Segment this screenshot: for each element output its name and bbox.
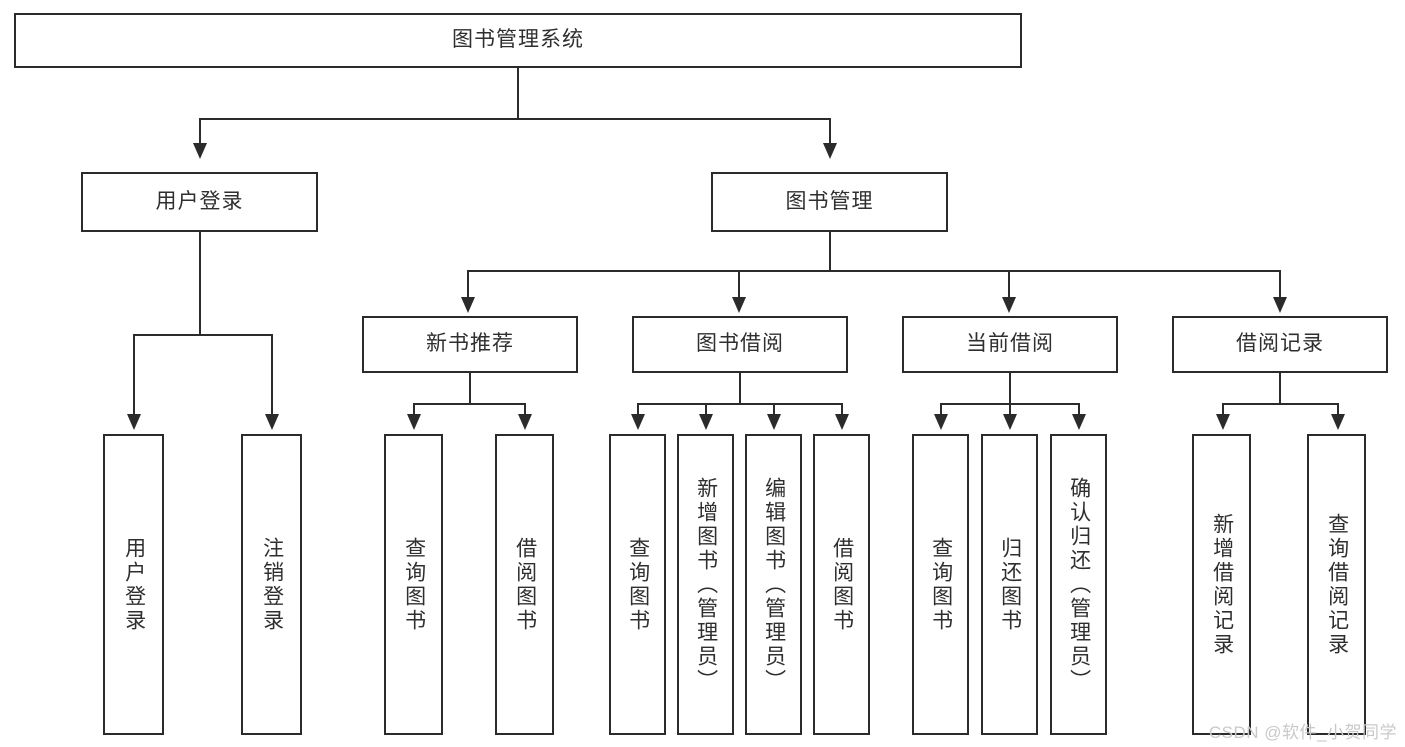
node-new-book-recommend[interactable]: 新书推荐: [362, 316, 578, 373]
node-label: 归还图书: [998, 536, 1022, 633]
connector-drop-cb-confirm: [1078, 403, 1080, 417]
connector-bar-record: [1222, 403, 1339, 405]
node-label: 借阅记录: [1236, 332, 1324, 356]
connector-drop-new-book: [467, 270, 469, 300]
connector-drop-leaf-login: [133, 334, 135, 417]
leaf-cb-return-book[interactable]: 归还图书: [981, 434, 1038, 735]
leaf-cb-query-book[interactable]: 查询图书: [912, 434, 969, 735]
node-book-management[interactable]: 图书管理: [711, 172, 948, 232]
node-label: 注销登录: [260, 536, 284, 633]
arrowhead-rc-add: [1216, 414, 1230, 430]
arrowhead-bw-query: [631, 414, 645, 430]
connector-drop-borrow: [738, 270, 740, 300]
leaf-bw-add-book-admin[interactable]: 新增图书（管理员）: [677, 434, 734, 735]
connector-drop-record: [1279, 270, 1281, 300]
leaf-rc-query-record[interactable]: 查询借阅记录: [1307, 434, 1366, 735]
leaf-logout[interactable]: 注销登录: [241, 434, 302, 735]
arrowhead-nb-query: [407, 414, 421, 430]
arrowhead-bw-add: [699, 414, 713, 430]
connector-drop-cb-return: [1009, 403, 1011, 417]
node-borrow-record[interactable]: 借阅记录: [1172, 316, 1388, 373]
leaf-nb-query-book[interactable]: 查询图书: [384, 434, 443, 735]
node-label: 编辑图书（管理员）: [762, 476, 786, 693]
leaf-bw-query-book[interactable]: 查询图书: [609, 434, 666, 735]
arrowhead-rc-query: [1331, 414, 1345, 430]
leaf-cb-confirm-return-admin[interactable]: 确认归还（管理员）: [1050, 434, 1107, 735]
arrowhead-user-login: [193, 143, 207, 159]
arrowhead-cb-confirm: [1072, 414, 1086, 430]
connector-drop-nb-borrow: [524, 403, 526, 417]
connector-bar-user-login: [133, 334, 273, 336]
connector-drop-bw-lend: [841, 403, 843, 417]
connector-bar-tier3: [467, 270, 1280, 272]
node-label: 新书推荐: [426, 332, 514, 356]
connector-drop-leaf-logout: [271, 334, 273, 417]
node-label: 查询图书: [929, 536, 953, 633]
leaf-user-login[interactable]: 用户登录: [103, 434, 164, 735]
connector-stem-new-book: [469, 373, 471, 404]
connector-drop-book-mgmt: [829, 118, 831, 146]
connector-drop-bw-add: [705, 403, 707, 417]
node-label: 图书管理系统: [452, 28, 584, 52]
leaf-bw-edit-book-admin[interactable]: 编辑图书（管理员）: [745, 434, 802, 735]
connector-root-stem: [517, 68, 519, 118]
leaf-nb-borrow-book[interactable]: 借阅图书: [495, 434, 554, 735]
connector-bar-new-book: [413, 403, 526, 405]
node-label: 借阅图书: [513, 536, 537, 633]
node-current-borrow[interactable]: 当前借阅: [902, 316, 1118, 373]
arrowhead-record: [1273, 297, 1287, 313]
connector-stem-borrow: [739, 373, 741, 404]
connector-stem-record: [1279, 373, 1281, 404]
arrowhead-borrow: [732, 297, 746, 313]
connector-stem-book-mgmt: [829, 232, 831, 271]
arrowhead-leaf-login: [127, 414, 141, 430]
arrowhead-nb-borrow: [518, 414, 532, 430]
arrowhead-new-book: [461, 297, 475, 313]
node-label: 确认归还（管理员）: [1067, 476, 1091, 693]
node-label: 图书借阅: [696, 332, 784, 356]
node-label: 新增图书（管理员）: [694, 476, 718, 693]
connector-drop-nb-query: [413, 403, 415, 417]
connector-stem-current: [1009, 373, 1011, 404]
node-user-login[interactable]: 用户登录: [81, 172, 318, 232]
arrowhead-leaf-logout: [265, 414, 279, 430]
connector-drop-bw-query: [637, 403, 639, 417]
node-label: 用户登录: [155, 189, 244, 213]
node-root-library-system[interactable]: 图书管理系统: [14, 13, 1022, 68]
arrowhead-cb-query: [934, 414, 948, 430]
connector-drop-current: [1008, 270, 1010, 300]
leaf-rc-add-record[interactable]: 新增借阅记录: [1192, 434, 1251, 735]
csdn-watermark: CSDN @软件_小贺同学: [1208, 723, 1397, 742]
node-book-borrow[interactable]: 图书借阅: [632, 316, 848, 373]
connector-bar-borrow: [637, 403, 842, 405]
arrowhead-cb-return: [1003, 414, 1017, 430]
node-label: 查询借阅记录: [1325, 512, 1349, 657]
arrowhead-book-mgmt: [823, 143, 837, 159]
arrowhead-bw-edit: [767, 414, 781, 430]
connector-stem-user-login: [199, 232, 201, 335]
connector-drop-cb-query: [940, 403, 942, 417]
arrowhead-current: [1002, 297, 1016, 313]
connector-drop-bw-edit: [773, 403, 775, 417]
node-label: 当前借阅: [966, 332, 1054, 356]
node-label: 图书管理: [785, 189, 874, 213]
node-label: 查询图书: [402, 536, 426, 633]
node-label: 新增借阅记录: [1210, 512, 1234, 657]
arrowhead-bw-lend: [835, 414, 849, 430]
node-label: 用户登录: [122, 536, 146, 633]
node-label: 查询图书: [626, 536, 650, 633]
leaf-bw-borrow-book[interactable]: 借阅图书: [813, 434, 870, 735]
node-label: 借阅图书: [830, 536, 854, 633]
connector-tier2-bar: [199, 118, 831, 120]
connector-drop-rc-query: [1337, 403, 1339, 417]
connector-drop-rc-add: [1222, 403, 1224, 417]
connector-drop-user-login: [199, 118, 201, 146]
